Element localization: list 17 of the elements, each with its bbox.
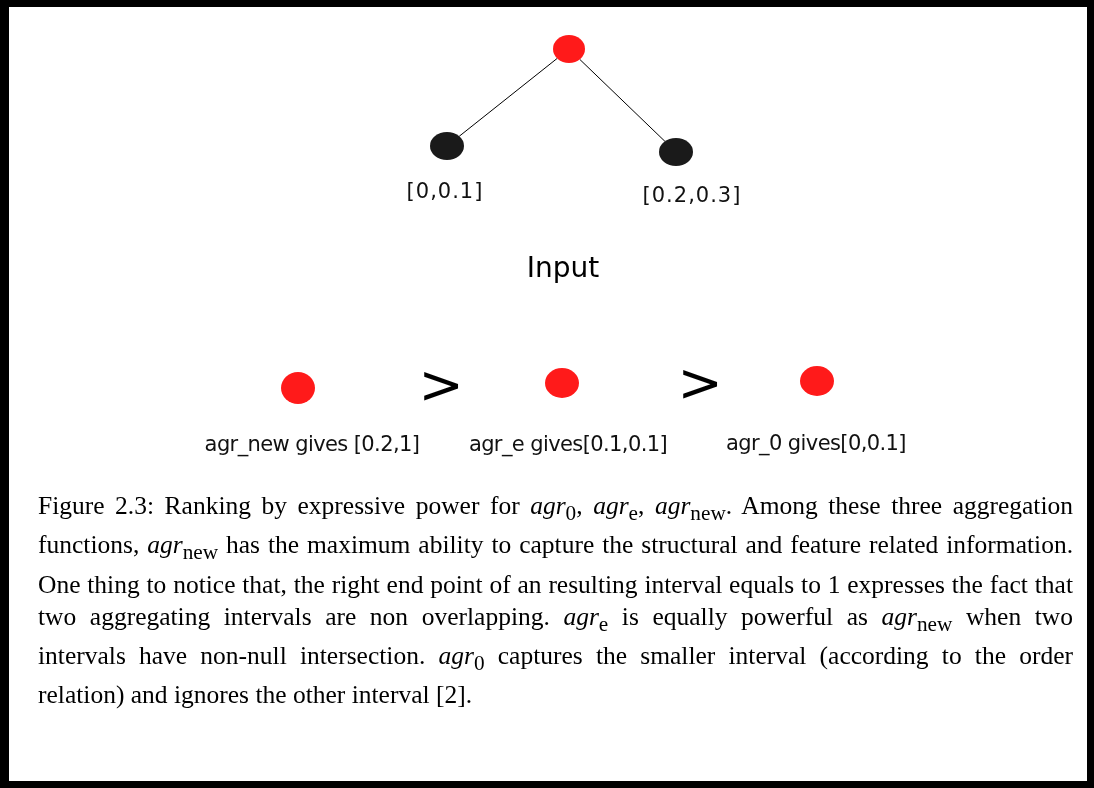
comparison-sign: > [677,356,723,410]
comparison-sign: > [418,358,464,412]
interval-label: agr_e gives[0.1,0.1] [468,432,668,456]
input-label: Input [526,254,600,282]
figure-caption: Figure 2.3: Ranking by expressive power for agr$_{0}$, agr$_{e}$, agr$_{new}$. Among these three aggregation functions, agr$_{new}$ has the maximum ability to capture the structural and feature related information. One thing to notice that, the right end point of an resulting interval equals to 1 expresses the fact that two aggregating intervals are non overlapping. agr$_{e}$ is equally powerful as agr$_{new}$ when two intervals have non-null intersection. agr$_{0}$ captures the smaller interval (according to the order relation) and ignores the other interval [2]. [38,490,1073,712]
node-dot [553,35,585,63]
connector-line [458,57,558,137]
node-dot [800,366,834,396]
connector-line [579,58,666,142]
node-dot [545,368,579,398]
interval-label: [0,0.1] [406,179,484,203]
interval-label: agr_new gives [0.2,1] [204,432,420,456]
node-dot [430,132,464,160]
node-dot [659,138,693,166]
node-dot [281,372,315,404]
interval-label: agr_0 gives[0,0.1] [726,431,906,455]
interval-label: [0.2,0.3] [642,183,742,207]
